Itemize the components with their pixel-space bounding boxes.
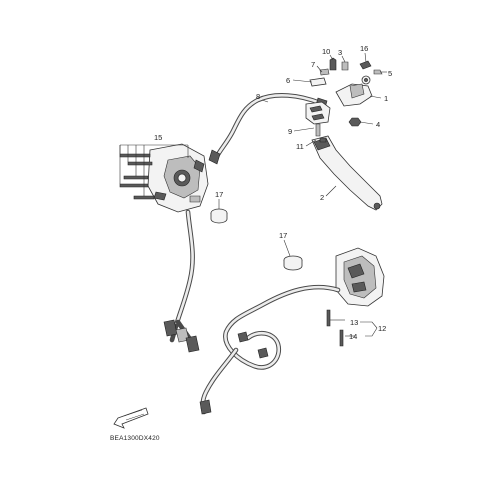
callout-1: 1 [384,94,388,103]
callout-2: 2 [320,193,324,202]
callout-12: 12 [378,324,386,333]
right-switch-screws [326,309,344,347]
diagram-code: BEA1300DX420 [110,435,160,442]
clutch-cable [208,93,328,165]
callout-7: 7 [311,60,315,69]
right-handlebar-switch [335,247,385,307]
callout-5: 5 [388,69,392,78]
left-switch-harness [163,209,200,353]
callout-13: 13 [350,318,358,327]
clutch-switch [305,101,331,125]
callout-15: 15 [154,133,162,142]
callout-16: 16 [360,44,368,53]
small-hardware [309,57,383,143]
callout-6: 6 [286,76,290,85]
front-direction-arrow-icon [113,407,149,429]
callout-8: 8 [256,92,260,101]
left-handlebar-switch [147,143,209,213]
right-switch-harness [199,284,341,415]
lever-holder [335,75,373,107]
callout-10: 10 [322,47,330,56]
callout-17-upper: 17 [215,190,223,199]
cable-band-upper [210,208,228,224]
callout-3: 3 [338,48,342,57]
cable-band-lower [283,255,303,271]
callout-9: 9 [288,127,292,136]
callout-4: 4 [376,120,380,129]
callout-14: 14 [349,332,357,341]
callout-11: 11 [296,142,304,151]
callout-17-lower: 17 [279,231,287,240]
leader-lines [119,52,387,337]
